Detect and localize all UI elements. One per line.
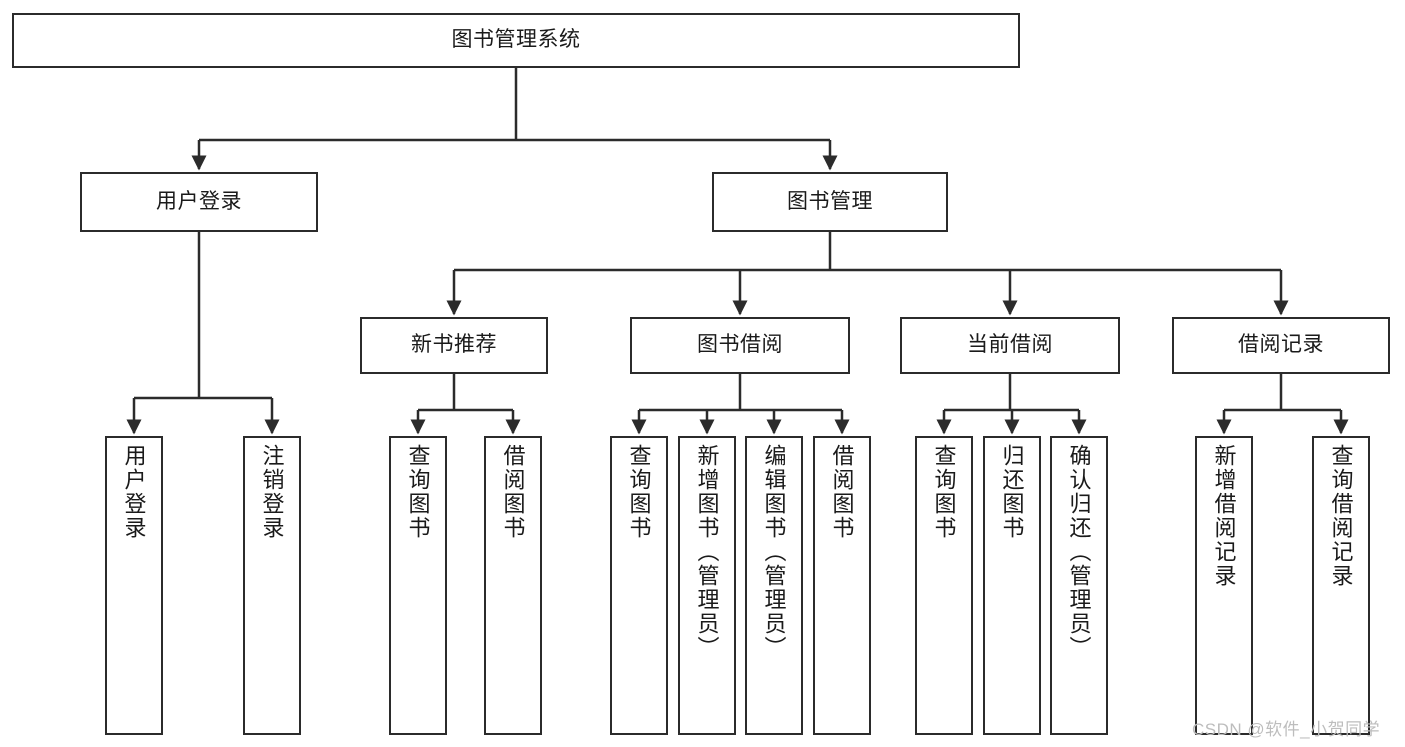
node-label: 新书推荐 bbox=[411, 333, 497, 357]
node-new-book-rec[interactable]: 新书推荐 bbox=[360, 317, 548, 374]
node-label: 用户登录 bbox=[121, 444, 147, 540]
node-borrow-record[interactable]: 借阅记录 bbox=[1172, 317, 1390, 374]
node-current-borrow[interactable]: 当前借阅 bbox=[900, 317, 1120, 374]
node-leaf-query-book-1[interactable]: 查询图书 bbox=[389, 436, 447, 735]
node-label: 确认归还（管理员） bbox=[1066, 444, 1092, 660]
node-label: 图书借阅 bbox=[697, 333, 783, 357]
node-label: 借阅图书 bbox=[829, 444, 855, 540]
node-leaf-query-record[interactable]: 查询借阅记录 bbox=[1312, 436, 1370, 735]
csdn-watermark: CSDN @软件_小贺同学 bbox=[1192, 720, 1381, 739]
node-label: 新增借阅记录 bbox=[1211, 444, 1237, 588]
node-leaf-query-book-3[interactable]: 查询图书 bbox=[915, 436, 973, 735]
node-leaf-borrow-book-1[interactable]: 借阅图书 bbox=[484, 436, 542, 735]
node-label: 当前借阅 bbox=[967, 333, 1053, 357]
node-leaf-borrow-book-2[interactable]: 借阅图书 bbox=[813, 436, 871, 735]
node-leaf-query-book-2[interactable]: 查询图书 bbox=[610, 436, 668, 735]
node-root[interactable]: 图书管理系统 bbox=[12, 13, 1020, 68]
node-label: 查询图书 bbox=[405, 444, 431, 540]
node-label: 图书管理 bbox=[787, 189, 873, 213]
node-label: 注销登录 bbox=[259, 444, 285, 540]
node-label: 用户登录 bbox=[156, 189, 242, 213]
node-label: 借阅图书 bbox=[500, 444, 526, 540]
node-leaf-confirm-ret[interactable]: 确认归还（管理员） bbox=[1050, 436, 1108, 735]
node-label: 新增图书（管理员） bbox=[694, 444, 720, 660]
node-user-login[interactable]: 用户登录 bbox=[80, 172, 318, 232]
node-label: 查询图书 bbox=[626, 444, 652, 540]
node-book-manage[interactable]: 图书管理 bbox=[712, 172, 948, 232]
node-label: 借阅记录 bbox=[1238, 333, 1324, 357]
node-leaf-edit-book[interactable]: 编辑图书（管理员） bbox=[745, 436, 803, 735]
node-label: 编辑图书（管理员） bbox=[761, 444, 787, 660]
node-leaf-add-record[interactable]: 新增借阅记录 bbox=[1195, 436, 1253, 735]
node-label: 图书管理系统 bbox=[451, 28, 581, 52]
node-leaf-logout[interactable]: 注销登录 bbox=[243, 436, 301, 735]
node-leaf-user-login[interactable]: 用户登录 bbox=[105, 436, 163, 735]
node-label: 查询图书 bbox=[931, 444, 957, 540]
node-label: 查询借阅记录 bbox=[1328, 444, 1354, 588]
node-leaf-return-book[interactable]: 归还图书 bbox=[983, 436, 1041, 735]
node-label: 归还图书 bbox=[999, 444, 1025, 540]
node-book-borrow[interactable]: 图书借阅 bbox=[630, 317, 850, 374]
node-leaf-add-book[interactable]: 新增图书（管理员） bbox=[678, 436, 736, 735]
